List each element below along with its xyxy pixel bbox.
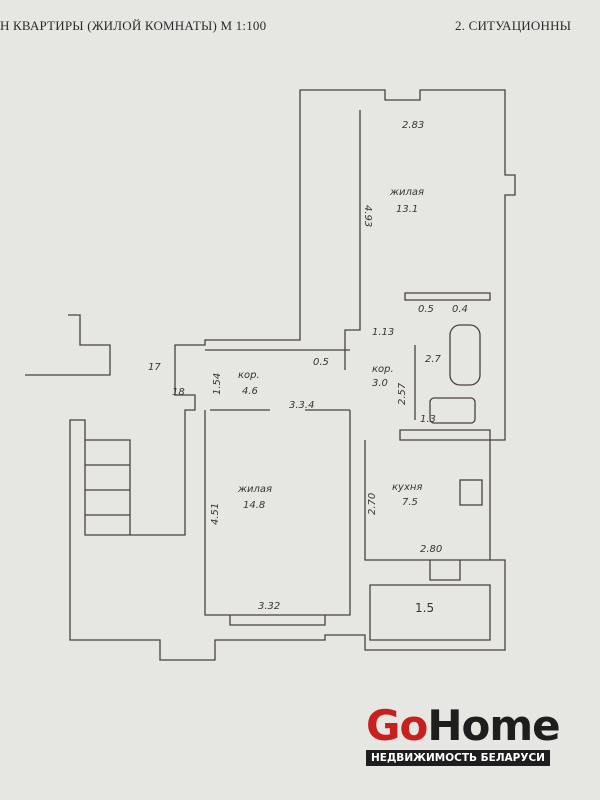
room-name-living-2: жилая	[237, 484, 272, 495]
dimension-label: 2.70	[367, 493, 378, 515]
room-name-kitchen: кухня	[392, 482, 422, 493]
dimension-label: 3.3.4	[289, 400, 314, 411]
area-label: 1.3	[420, 414, 436, 425]
dimension-label: 2.57	[397, 382, 408, 405]
dimension-label: 3.32	[258, 601, 280, 612]
room-area-corridor-2: 3.0	[372, 378, 388, 389]
dimension-label: 4.93	[362, 205, 373, 227]
logo-tagline: НЕДВИЖИМОСТЬ БЕЛАРУСИ	[366, 750, 550, 766]
room-area-living-2: 14.8	[243, 500, 265, 511]
room-area-kitchen: 7.5	[402, 497, 418, 508]
area-label: 2.7	[425, 354, 442, 365]
gohome-logo: GoHome НЕДВИЖИМОСТЬ БЕЛАРУСИ	[366, 701, 561, 766]
dimension-label: 2.80	[420, 544, 442, 555]
dimension-label: 1.54	[212, 373, 223, 395]
logo-home: Home	[427, 701, 560, 750]
room-labels: жилая 13.1 кор. 4.6 кор. 3.0 жилая 14.8 …	[148, 120, 468, 615]
room-area-living-1: 13.1	[396, 204, 418, 215]
dimension-label: 1.13	[372, 327, 394, 338]
walls	[25, 89, 516, 661]
room-area-corridor-1: 4.6	[242, 386, 258, 397]
plan-title: Н КВАРТИРЫ (ЖИЛОЙ КОМНАТЫ) М 1:100	[0, 18, 267, 33]
dimension-label: 4.51	[210, 503, 221, 525]
room-name-corridor-1: кор.	[238, 370, 260, 381]
mark-label: 18	[172, 387, 185, 398]
room-name-living-1: жилая	[389, 187, 424, 198]
dimension-label: 2.83	[402, 120, 424, 131]
area-label: 0.5	[313, 357, 329, 368]
section-title: 2. СИТУАЦИОННЫ	[455, 18, 572, 33]
area-label: 0.5	[418, 304, 434, 315]
mark-label: 17	[148, 362, 161, 373]
area-label: 0.4	[452, 304, 468, 315]
area-label: 1.5	[415, 601, 434, 615]
room-name-corridor-2: кор.	[372, 364, 394, 375]
logo-go: Go	[366, 701, 428, 750]
